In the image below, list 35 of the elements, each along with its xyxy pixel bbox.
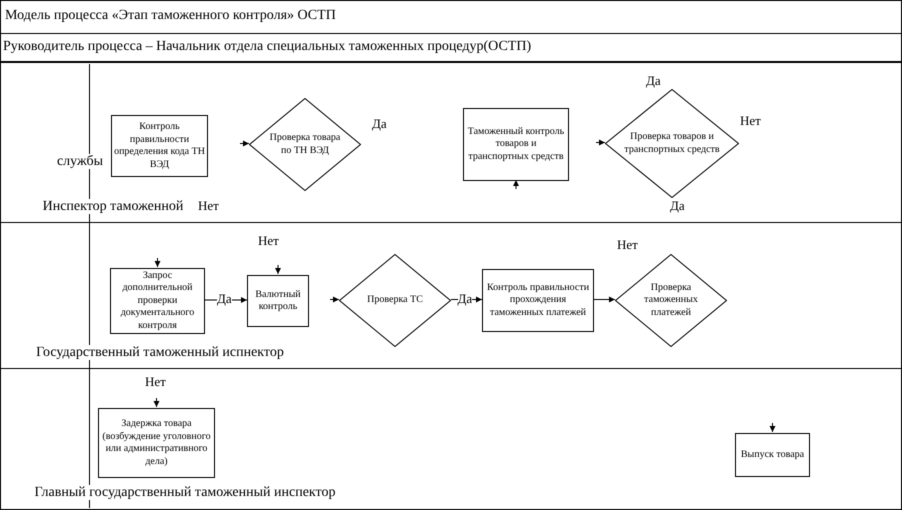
process-box: Контроль правильности определения кода ТН ВЭД bbox=[111, 115, 208, 177]
branch-label: Нет bbox=[145, 374, 166, 390]
arrow bbox=[154, 398, 160, 408]
branch-label: Да bbox=[670, 198, 685, 214]
process-box: Запрос дополнительной проверки документального контроля bbox=[110, 268, 205, 334]
arrow bbox=[596, 140, 606, 146]
lane-title: Государственный таможенный испнектор bbox=[35, 344, 285, 361]
branch-label: Да bbox=[646, 73, 661, 89]
decision-diamond: Проверка таможенных платежей bbox=[615, 254, 727, 347]
process-box: Валютный контроль bbox=[247, 275, 309, 327]
arrow bbox=[330, 296, 340, 302]
arrow bbox=[154, 258, 160, 268]
arrow bbox=[204, 297, 248, 303]
decision-diamond: Проверка ТС bbox=[339, 254, 451, 347]
arrow bbox=[770, 422, 776, 432]
arrow bbox=[275, 264, 281, 274]
title: Модель процесса «Этап таможенного контроля» ОСТП bbox=[0, 0, 902, 34]
branch-label: Да bbox=[372, 116, 387, 132]
lane-title: службы bbox=[56, 153, 104, 170]
process-box: Задержка товара (возбуждение уголовного или административного дела) bbox=[98, 408, 215, 478]
process-box: Выпуск товара bbox=[735, 433, 810, 477]
arrow bbox=[240, 140, 250, 146]
lane-title: Инспектор таможенной bbox=[42, 198, 184, 215]
process-box: Таможенный контроль товаров и транспортных средств bbox=[463, 108, 569, 181]
lane-title: Главный государственный таможенный инспектор bbox=[34, 484, 336, 501]
process-box: Контроль правильности прохождения таможенных платежей bbox=[482, 269, 594, 332]
branch-label: Нет bbox=[258, 233, 279, 249]
decision-diamond: Проверка товаров и транспортных средств bbox=[605, 89, 739, 198]
arrow bbox=[513, 180, 519, 190]
branch-label: Нет bbox=[198, 198, 219, 214]
branch-label: Нет bbox=[617, 237, 638, 253]
process-owner-band: Руководитель процесса – Начальник отдела специальных таможенных процедур(ОСТП) bbox=[0, 34, 902, 62]
decision-diamond: Проверка товара по ТН ВЭД bbox=[249, 98, 361, 191]
arrow bbox=[594, 296, 616, 302]
branch-label: Нет bbox=[740, 113, 761, 129]
